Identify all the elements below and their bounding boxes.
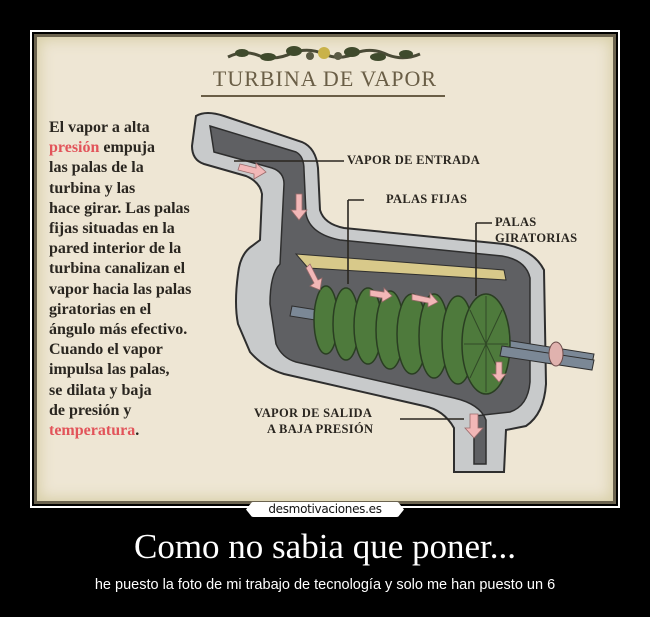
desc-line: fijas situadas en la: [49, 220, 175, 238]
caption-headline: Como no sabia que poner...: [133, 527, 517, 566]
watermark-badge: desmotivaciones.es: [246, 502, 404, 517]
steam-flow-arrows: [237, 162, 507, 439]
label-vapor-salida-1: VAPOR DE SALIDA: [254, 406, 373, 420]
desc-line: pared interior de la: [49, 240, 182, 258]
title-underline: [201, 95, 445, 97]
desc-line: se dilata y baja: [49, 381, 152, 399]
description-text: El vapor a alta presión empuja las palas…: [49, 118, 239, 441]
floral-vine-ornament-icon: [227, 46, 421, 61]
desc-line: temperatura.: [49, 421, 239, 441]
desc-line: presión empuja: [49, 138, 239, 158]
desc-line: hace girar. Las palas: [49, 199, 190, 217]
desc-line: turbina canalizan el: [49, 260, 186, 278]
desc-text: .: [135, 422, 140, 440]
highlight-presion: presión: [49, 139, 100, 157]
desc-line: turbina y las: [49, 179, 136, 197]
caption-subline: he puesto la foto de mi trabajo de tecno…: [94, 577, 556, 593]
desc-line: giratorias en el: [49, 300, 152, 318]
label-palas-giratorias-1: PALAS: [495, 215, 537, 229]
poster-title: TURBINA DE VAPOR: [212, 66, 438, 91]
desc-line: de presión y: [49, 401, 132, 419]
desc-line: vapor hacia las palas: [49, 280, 192, 298]
label-vapor-entrada: VAPOR DE ENTRADA: [347, 153, 481, 167]
desc-line: las palas de la: [49, 159, 144, 177]
desc-text: empuja: [99, 139, 155, 157]
label-vapor-salida-2: A BAJA PRESIÓN: [267, 422, 374, 436]
coupling-ring: [548, 341, 564, 367]
callout-lines: [234, 160, 492, 420]
label-palas-giratorias-2: GIRATORIAS: [495, 231, 578, 245]
label-palas-fijas: PALAS FIJAS: [386, 192, 468, 206]
desc-line: Cuando el vapor: [49, 341, 163, 359]
desc-line: ángulo más efectivo.: [49, 321, 188, 339]
desc-line: impulsa las palas,: [49, 361, 170, 379]
desc-line: El vapor a alta: [49, 119, 150, 136]
highlight-temperatura: temperatura: [49, 422, 136, 440]
poster-image: TURBINA DE VAPOR El vapor a alta presión…: [34, 34, 616, 504]
steam-turbine-illustration: [190, 112, 595, 473]
